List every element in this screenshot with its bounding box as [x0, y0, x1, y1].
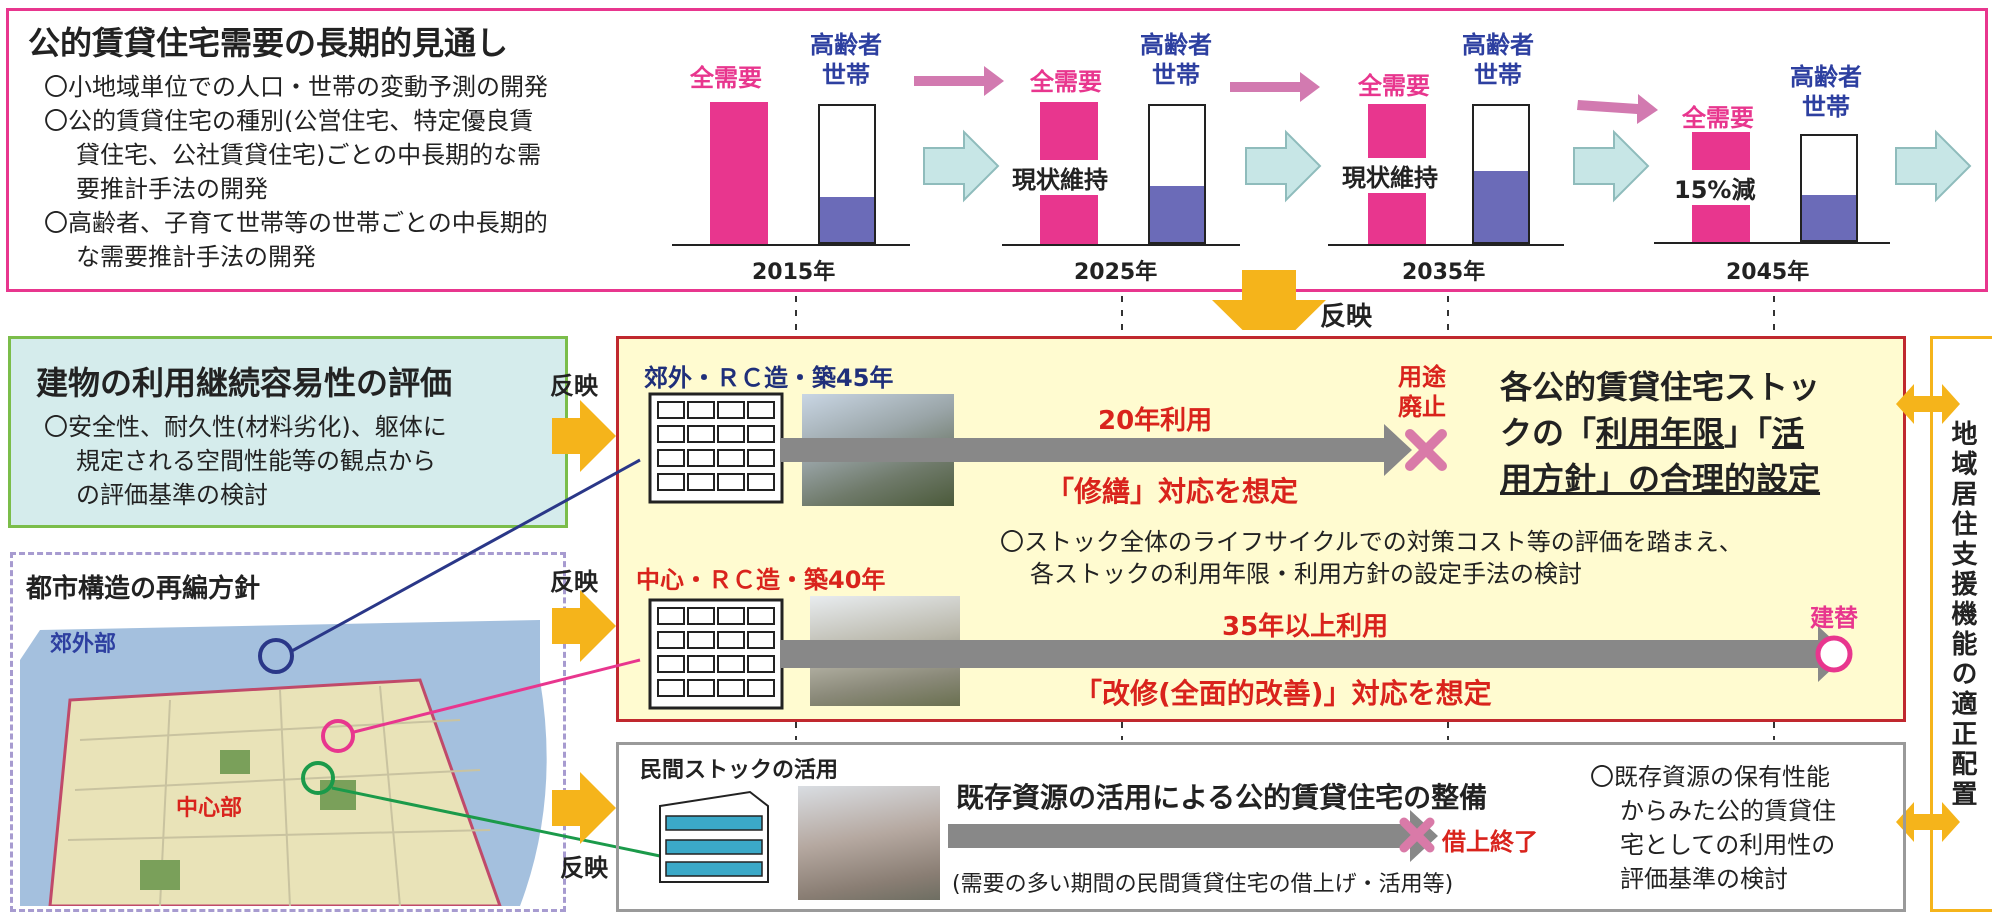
- private-label: 民間ストックの活用: [640, 758, 839, 783]
- reflect-arrow-icon: [552, 400, 616, 844]
- suburb-connector: [289, 458, 641, 654]
- teal-arrow-icon: [923, 129, 1972, 203]
- map-parks: [140, 750, 356, 890]
- gray-arrow-icon: [780, 626, 1848, 682]
- side-vertical-label: 地域居住支援機能の適正配置: [1947, 420, 1977, 810]
- elderly-bar: [1472, 104, 1530, 244]
- private-right-text: 〇既存資源の保有性能 からみた公的賃貸住 宅としての利用性の 評価基準の検討: [1590, 763, 1836, 893]
- center-connector: [353, 658, 641, 734]
- elderly-bar-fill: [1474, 171, 1528, 242]
- reflect-down-arrow-icon: [1212, 270, 1326, 330]
- city-map: [20, 620, 547, 906]
- map-streets: [67, 685, 491, 906]
- cross-icon: [1405, 429, 1447, 471]
- eval-panel: [8, 336, 568, 528]
- reflect-label: 反映: [550, 372, 598, 400]
- bullet-line: 〇公的賃貸住宅の種別(公営住宅、特定優良賃: [44, 107, 534, 135]
- private-note: (需要の多い期間の民間賃貸住宅の借上げ・活用等): [952, 872, 1454, 897]
- dashed-guides: [795, 722, 1775, 740]
- private-title: 既存資源の活用による公的賃貸住宅の整備: [956, 781, 1488, 814]
- city-title: 都市構造の再編方針: [26, 574, 261, 604]
- bullet-line: 貸住宅、公社賃貸住宅)ごとの中長期的な需: [76, 141, 542, 169]
- label-all-demand: 全需要: [1682, 104, 1754, 132]
- label-all-demand: 全需要: [1358, 72, 1430, 100]
- pink-arrow-icon: [914, 66, 1658, 124]
- label-elderly: 高齢者世帯: [1140, 31, 1212, 89]
- private-connector: [331, 786, 661, 858]
- gray-arrow-icon: [948, 810, 1438, 862]
- elderly-bar: [1800, 134, 1858, 242]
- suburb-building-label: 郊外・ＲＣ造・築45年: [644, 364, 894, 392]
- label-elderly: 高齢者世帯: [1790, 63, 1862, 121]
- rebuild-label: 建替: [1810, 604, 1858, 632]
- center-building-label: 中心・ＲＣ造・築40年: [636, 566, 886, 594]
- year-label: 2015年: [752, 260, 836, 285]
- center-marker-icon: [321, 719, 355, 753]
- repair-label: 「修繕」対応を想定: [1046, 475, 1299, 508]
- suburb-label: 郊外部: [50, 632, 117, 657]
- dashed-guides: [795, 296, 1775, 330]
- year-label: 2045年: [1726, 260, 1810, 285]
- private-marker-icon: [301, 761, 335, 795]
- bullet-line: 〇高齢者、子育て世帯等の世帯ごとの中長期的: [44, 209, 548, 237]
- elderly-bar: [1148, 104, 1206, 244]
- elderly-bar-fill: [1150, 186, 1204, 242]
- eval-lines: 〇安全性、耐久性(材料劣化)、躯体に 規定される空間性能等の観点から の評価基準…: [44, 413, 447, 509]
- label-all-demand: 全需要: [1030, 68, 1102, 96]
- baseline: [1654, 242, 1890, 244]
- year-label: 2035年: [1402, 260, 1486, 285]
- baseline: [1002, 244, 1240, 246]
- double-arrow-icon: [1896, 384, 1960, 842]
- rebuild-circle-icon: [1815, 635, 1853, 673]
- maintain-label: 現状維持: [1340, 158, 1440, 193]
- label-elderly: 高齢者世帯: [810, 31, 882, 89]
- all-demand-bar: [710, 102, 768, 244]
- demand-bullets: 〇小地域単位での人口・世帯の変動予測の開発 〇公的賃貸住宅の種別(公営住宅、特定…: [44, 70, 548, 274]
- year-label: 2025年: [1074, 260, 1158, 285]
- maintain-label: 現状維持: [1010, 160, 1110, 195]
- elderly-bar-fill: [1802, 195, 1856, 240]
- baseline: [1328, 244, 1564, 246]
- decrease-label: 15%減: [1672, 170, 1758, 205]
- elderly-bar: [818, 104, 876, 244]
- elderly-bar-fill: [820, 197, 874, 242]
- demand-outlook-panel: [6, 8, 1988, 292]
- demand-outlook-title: 公的賃貸住宅需要の長期的見通し: [28, 24, 509, 62]
- private-building-icon: [659, 790, 769, 883]
- reflect-label: 反映: [560, 854, 608, 882]
- lease-end-label: 借上終了: [1442, 828, 1538, 856]
- reflect-label: 反映: [1320, 302, 1373, 332]
- stock-plan-heading: 各公的賃貸住宅ストッ クの「利用年限」「活 用方針」の合理的設定: [1500, 368, 1821, 498]
- building-icon: [648, 598, 784, 710]
- use-20-label: 20年利用: [1098, 406, 1213, 436]
- gray-arrow-icon: [780, 424, 1412, 476]
- renovate-label: 「改修(全面的改善)」対応を想定: [1074, 677, 1492, 710]
- reflect-label: 反映: [550, 568, 598, 596]
- private-photo: [798, 786, 940, 900]
- abolish-label: 用途廃止: [1398, 363, 1446, 421]
- bullet-line: 〇小地域単位での人口・世帯の変動予測の開発: [44, 73, 548, 101]
- cross-icon: [1399, 817, 1435, 853]
- label-all-demand: 全需要: [690, 64, 762, 92]
- center-label: 中心部: [176, 796, 243, 821]
- lifecycle-note: 〇ストック全体のライフサイクルでの対策コスト等の評価を踏まえ、 各ストックの利用…: [1000, 528, 1743, 588]
- bullet-line: な需要推計手法の開発: [76, 243, 316, 271]
- building-icon: [648, 392, 784, 504]
- use-35-label: 35年以上利用: [1222, 612, 1389, 642]
- bullet-line: 要推計手法の開発: [76, 175, 268, 203]
- eval-title: 建物の利用継続容易性の評価: [36, 364, 453, 402]
- label-elderly: 高齢者世帯: [1462, 31, 1534, 89]
- top-arrows: [795, 66, 1972, 330]
- baseline: [672, 244, 910, 246]
- suburb-marker-icon: [258, 638, 294, 674]
- demand-bars: 全需要 高齢者世帯 2015年 全需要 高齢者世帯 2025年 現状維持 全需要…: [0, 0, 2000, 300]
